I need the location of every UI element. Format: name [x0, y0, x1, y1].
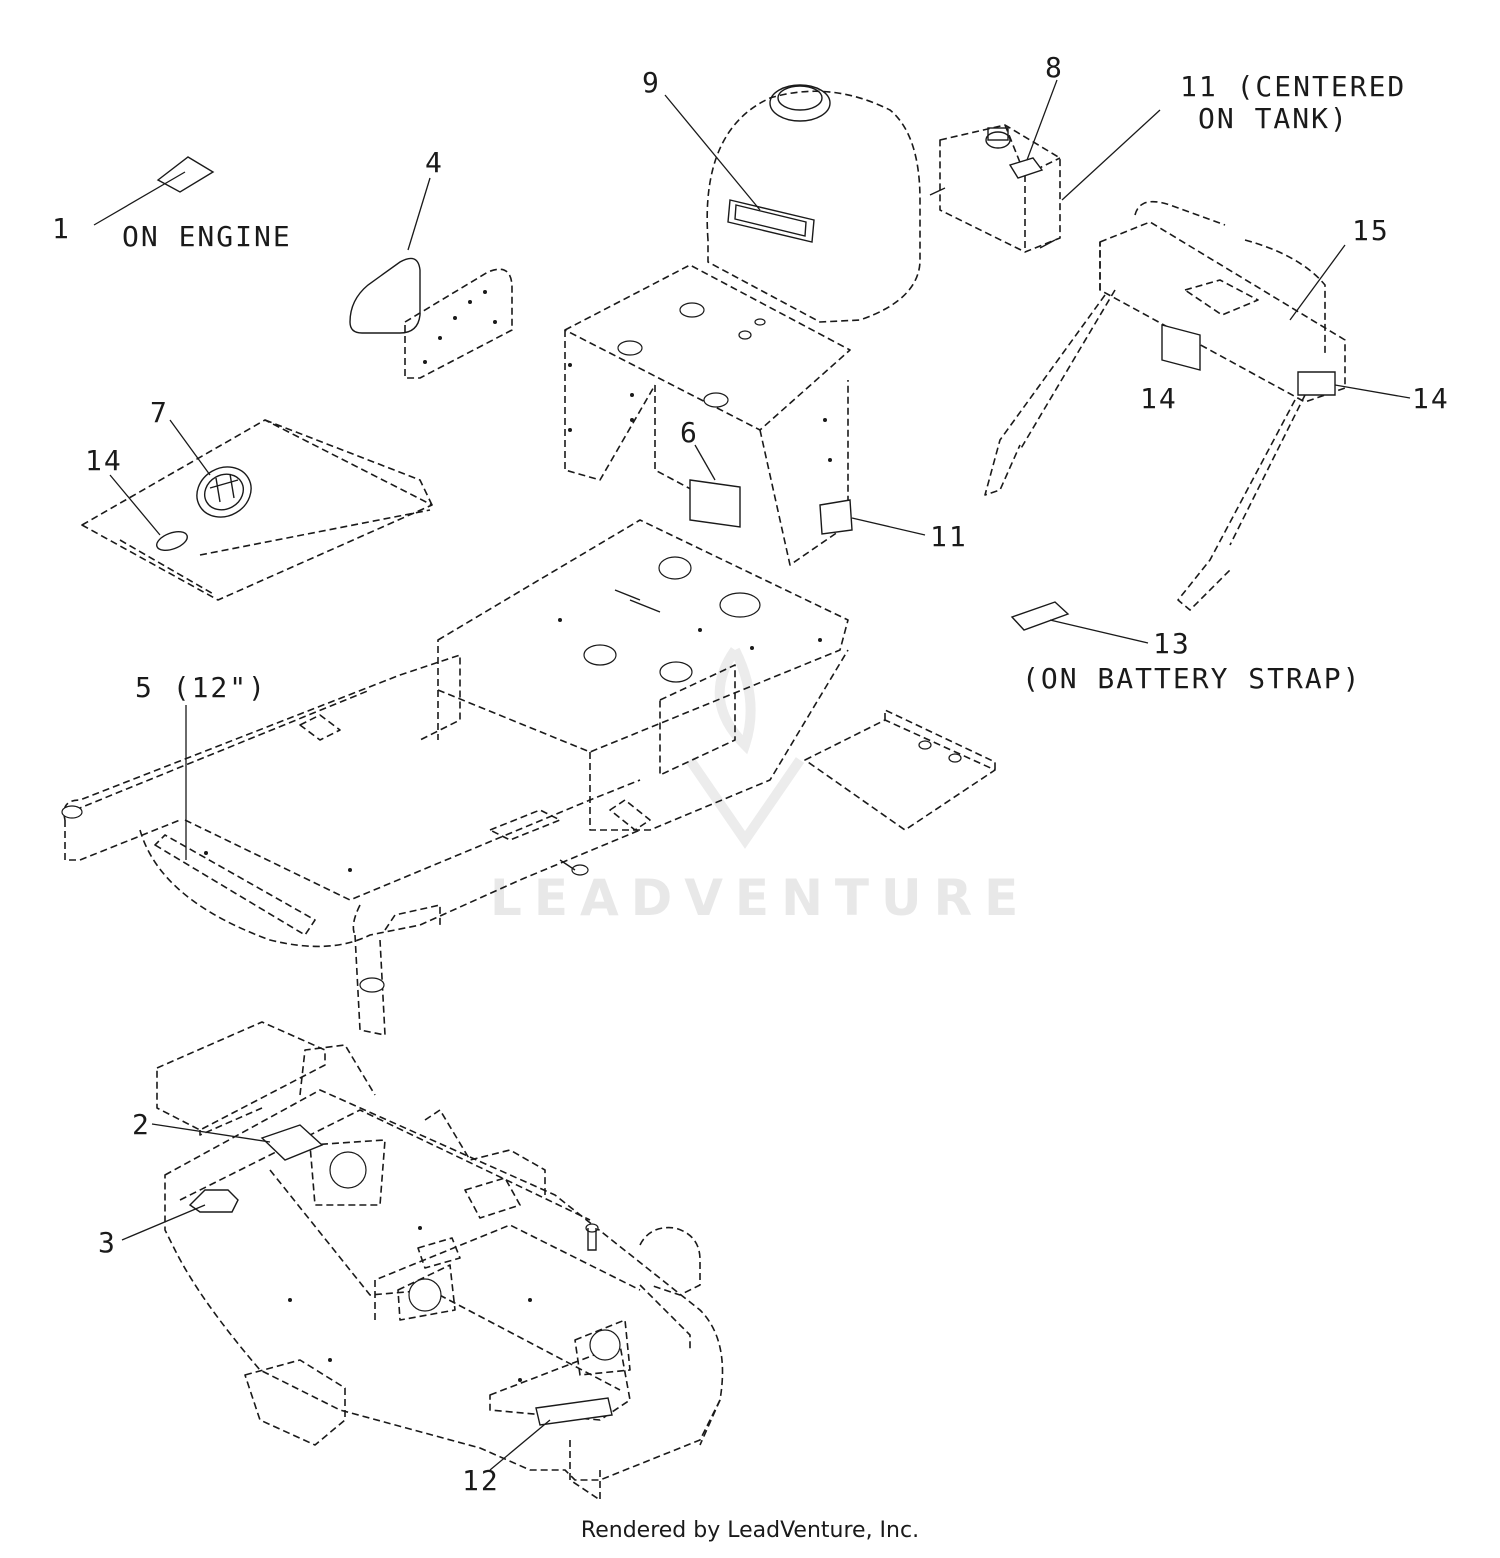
callout-6: 6: [680, 416, 699, 449]
callout-9: 9: [642, 66, 661, 99]
console-tower: 6 11: [564, 264, 968, 566]
part-7-seat-plate: 7 14: [81, 396, 433, 601]
callout-8: 8: [1045, 51, 1064, 84]
callout-7: 7: [150, 396, 169, 429]
callout-14-mid: 14: [1140, 382, 1178, 415]
leadventure-watermark: LEADVENTURE: [490, 647, 1030, 927]
part-8-hydraulic-tank: 8 11 (CENTERED ON TANK): [929, 51, 1406, 253]
part-13-battery-strap: 13 (ON BATTERY STRAP): [1010, 601, 1361, 695]
callout-13-note: (ON BATTERY STRAP): [1022, 662, 1361, 695]
callout-12: 12: [462, 1464, 500, 1497]
callout-5: 5 (12"): [135, 671, 267, 704]
callout-14-right: 14: [1412, 382, 1450, 415]
part-15-handle-frame: 15 14 14: [984, 200, 1450, 611]
mower-deck: 2 3 12: [98, 1021, 724, 1501]
foot-plate: [804, 709, 996, 831]
callout-3: 3: [98, 1226, 117, 1259]
callout-14-left: 14: [85, 444, 123, 477]
callout-1-note: ON ENGINE: [122, 220, 292, 253]
footer-credit: Rendered by LeadVenture, Inc.: [580, 1518, 920, 1543]
callout-13: 13: [1153, 627, 1191, 660]
part-9-fuel-tank: 9: [642, 66, 921, 323]
callout-15: 15: [1352, 214, 1390, 247]
callout-4: 4: [425, 146, 444, 179]
callout-11-top-line1: 11 (CENTERED: [1180, 70, 1406, 103]
part-1-engine-decal: 1 ON ENGINE: [52, 156, 292, 253]
part-4-panel: 4: [349, 146, 513, 379]
watermark-text: LEADVENTURE: [490, 869, 1030, 927]
callout-1: 1: [52, 212, 71, 245]
callout-11-top-line2: ON TANK): [1198, 102, 1349, 135]
callout-2: 2: [132, 1108, 151, 1141]
main-chassis: 5 (12"): [61, 519, 849, 1036]
callout-11-right: 11: [930, 520, 968, 553]
